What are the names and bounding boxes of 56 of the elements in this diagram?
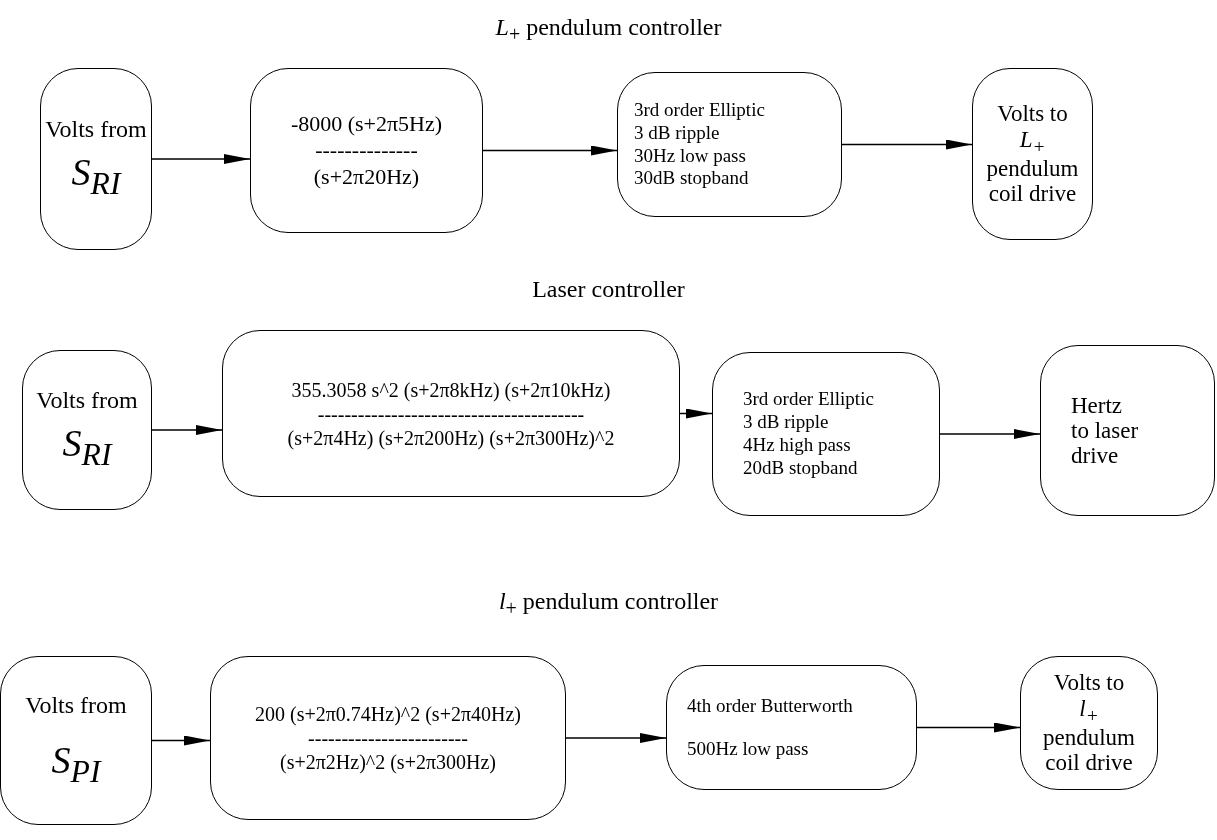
block-text: Volts to — [997, 101, 1068, 127]
block-text: Hertz to laser drive — [1071, 392, 1140, 469]
arrow — [482, 145, 618, 156]
block-text: (s+2π20Hz) — [313, 164, 420, 189]
block-box — [0, 656, 152, 825]
block-box — [210, 656, 566, 820]
block-box — [1020, 656, 1158, 790]
controller-title: l$_{+}$ pendulum controller — [498, 588, 719, 614]
controller-title: L$_{+}$ pendulum controller — [495, 14, 722, 40]
block-text: 3rd order Elliptic — [743, 389, 874, 411]
block-text: 30Hz low pass — [634, 145, 746, 167]
block-text: ---------------------------------------- — [317, 402, 585, 425]
block-box — [222, 330, 680, 497]
block-text: Volts from — [45, 116, 147, 143]
block-box — [712, 352, 940, 516]
arrow — [679, 408, 713, 419]
block-text: 200 (s+2π0.74Hz)^2 (s+2π40Hz) — [255, 703, 521, 725]
block-box — [666, 665, 917, 790]
block-text: 355.3058 s^2 (s+2π8kHz) (s+2π10kHz) — [291, 378, 611, 401]
arrow — [565, 733, 667, 743]
arrow — [151, 735, 211, 746]
block-box — [1040, 345, 1215, 516]
block-text: 30dB stopband — [634, 168, 749, 190]
block-text: S$_{RI}$ — [62, 423, 112, 473]
block-box — [972, 68, 1093, 240]
block-text: Volts to — [1053, 670, 1125, 696]
block-box — [22, 350, 152, 510]
block-text: (s+2π4Hz) (s+2π200Hz) (s+2π300Hz)^2 — [287, 426, 615, 449]
block-text: pendulum coil drive — [1042, 725, 1136, 776]
arrow — [841, 139, 973, 150]
block-text: 4Hz high pass — [743, 435, 851, 456]
arrow — [939, 429, 1041, 439]
block-text: 500Hz low pass — [687, 738, 809, 760]
arrow — [151, 154, 251, 164]
block-text: L$_{+}$ — [1019, 126, 1046, 157]
block-text: (s+2π2Hz)^2 (s+2π300Hz) — [280, 751, 496, 773]
block-box — [40, 68, 152, 250]
block-text: 20dB stopband — [743, 457, 858, 479]
block-text: Volts from — [25, 691, 127, 718]
block-text: ------------------------ — [308, 727, 468, 749]
block-text: -8000 (s+2π5Hz) — [290, 112, 443, 137]
block-text: Volts from — [36, 387, 138, 414]
block-text: 3 dB ripple — [743, 412, 829, 433]
block-box — [250, 68, 483, 233]
block-text: 3 dB ripple — [634, 122, 720, 144]
block-text: l$_{+}$ — [1079, 695, 1099, 726]
arrow — [916, 722, 1021, 733]
block-text: S$_{PI}$ — [51, 740, 101, 790]
controller-title: Laser controller — [532, 276, 685, 302]
block-text: -------------- — [315, 138, 418, 163]
block-text: 4th order Butterworth — [687, 695, 853, 717]
arrow — [151, 425, 223, 435]
block-box — [617, 72, 842, 217]
block-text: S$_{RI}$ — [71, 152, 121, 202]
block-text: 3rd order Elliptic — [634, 99, 765, 121]
block-text: pendulum coil drive — [985, 156, 1080, 207]
